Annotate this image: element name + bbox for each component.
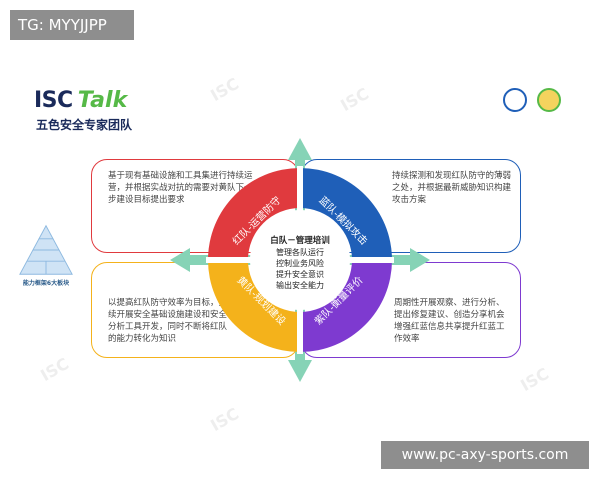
tg-watermark-label: TG: MYYJJPP	[10, 10, 134, 40]
red-segment	[208, 168, 300, 260]
brand-talk: Talk	[77, 88, 128, 113]
purple-team-description: 周期性开展观察、进行分析、提出修复建议、创造分享机会增强红蓝信息共享提升红蓝工作…	[394, 298, 505, 344]
purple-segment	[300, 260, 392, 352]
pyramid-caption: 能力框架6大板块	[22, 280, 70, 287]
partner-badge-logo	[534, 88, 564, 112]
white-team-line: 控制业务风险	[276, 259, 324, 268]
yellow-team-description: 以提高红队防守效率为目标，持续开展安全基础设施建设和安全分析工具开发，同时不断将…	[108, 298, 228, 344]
red-team-description: 基于现有基础设施和工具集进行持续运营，并根据实战对抗的需要对黄队下一步建设目标提…	[108, 171, 253, 205]
brand-isc: ISC	[34, 88, 73, 113]
white-team-line: 提升安全意识	[276, 270, 324, 279]
yellow-segment	[208, 260, 300, 352]
website-url-label: www.pc-axy-sports.com	[381, 441, 589, 469]
isc-talk-brand: ISC Talk 五色安全专家团队	[34, 88, 132, 132]
white-team-line: 管理各队运行	[276, 248, 324, 257]
capability-pyramid	[19, 224, 73, 275]
isc-badge-logo	[500, 88, 530, 112]
white-team-center: 白队－管理培训 管理各队运行 控制业务风险 提升安全意识 输出安全能力	[263, 236, 337, 291]
blue-team-description: 持续探测和发现红队防守的薄弱之处，并根据最新威胁知识构建攻击方案	[392, 171, 512, 205]
white-team-line: 输出安全能力	[276, 281, 324, 290]
white-team-title: 白队－管理培训	[270, 236, 330, 246]
blue-segment	[300, 168, 392, 260]
brand-subtitle: 五色安全专家团队	[36, 118, 133, 132]
